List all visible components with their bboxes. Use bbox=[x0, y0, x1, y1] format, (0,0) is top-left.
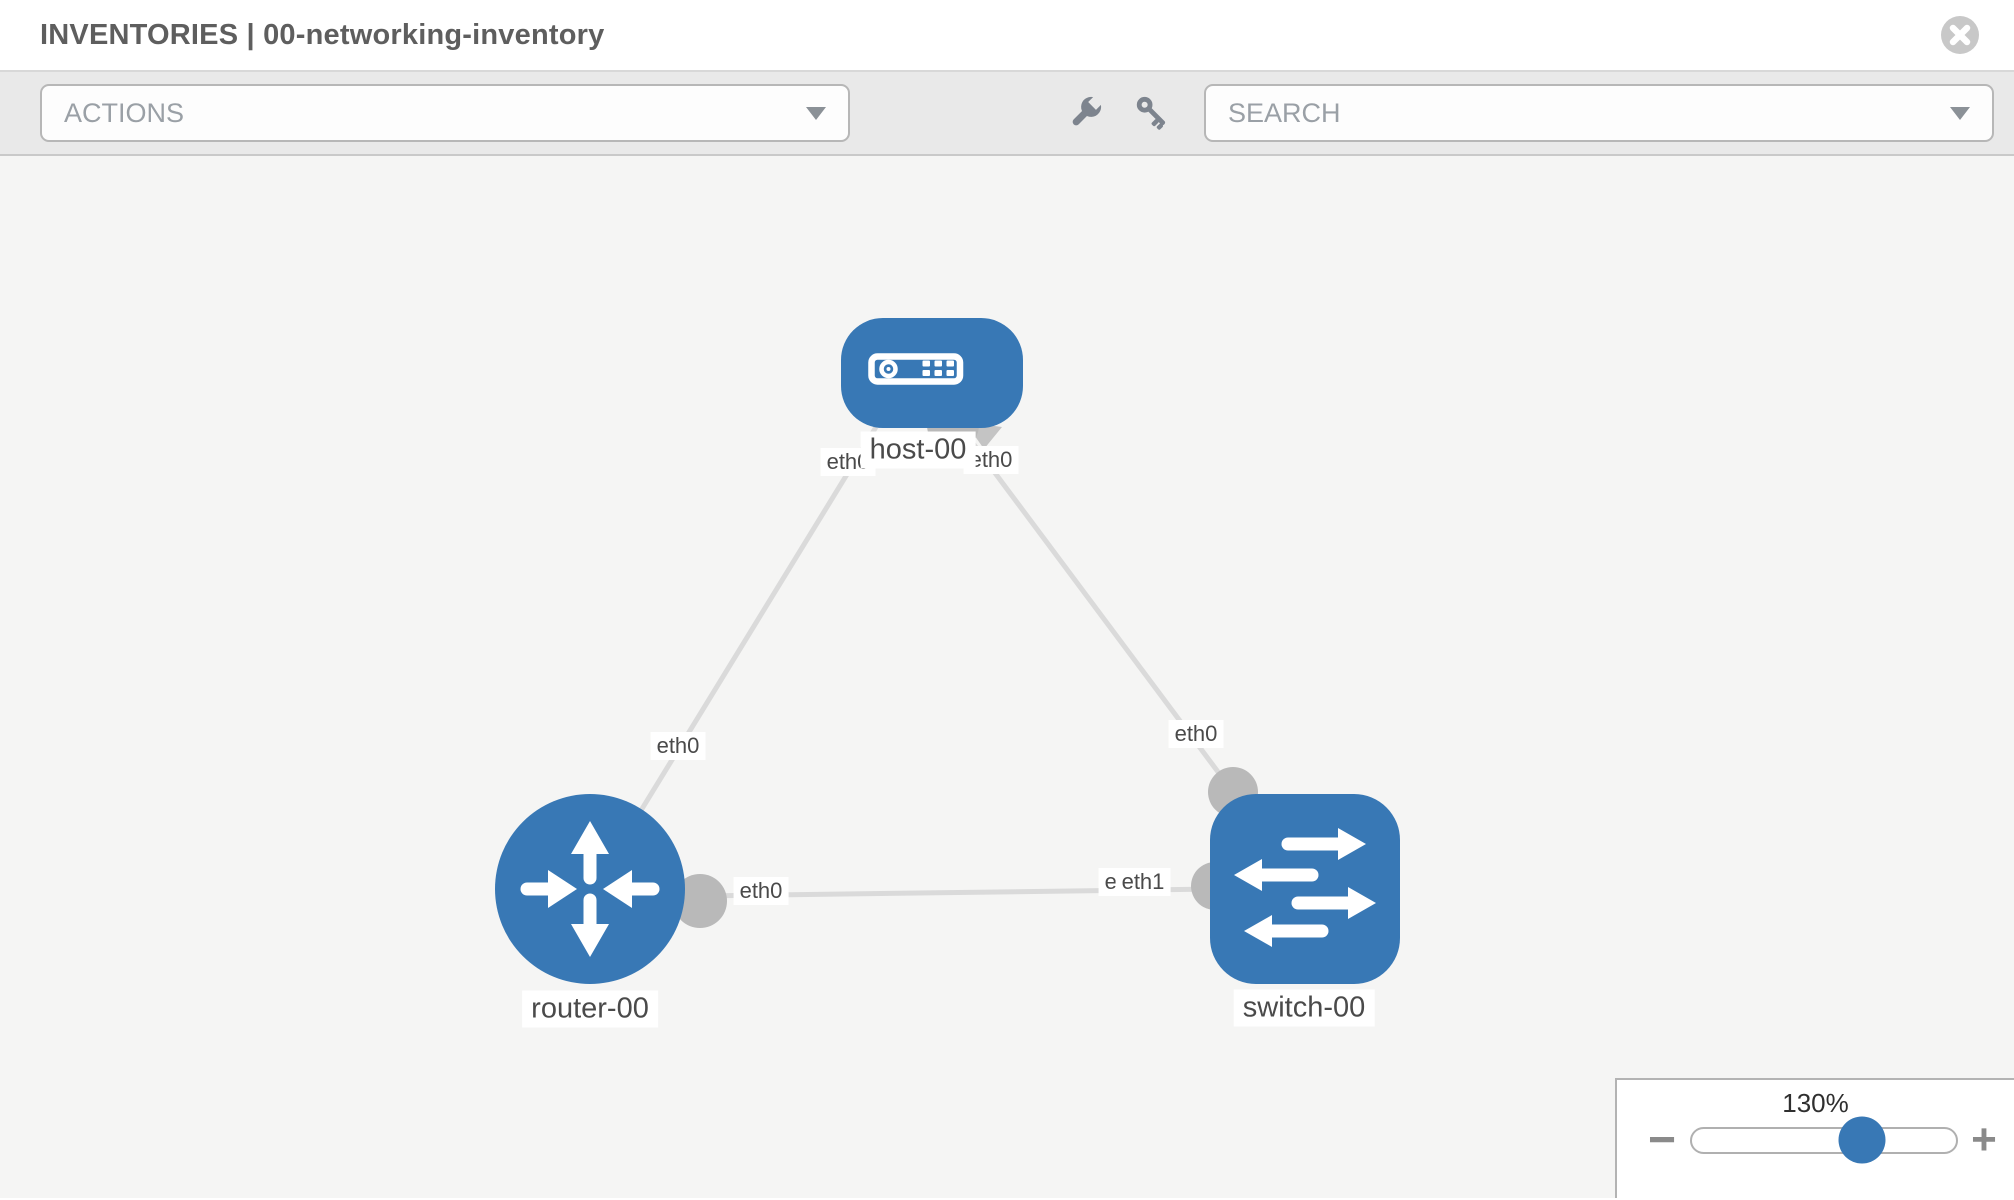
chevron-down-icon bbox=[806, 106, 826, 120]
wrench-icon bbox=[1072, 96, 1102, 126]
node-label-switch: switch-00 bbox=[1233, 989, 1375, 1027]
node-host-00[interactable] bbox=[841, 318, 1023, 428]
key-icon bbox=[1136, 96, 1166, 130]
chevron-down-icon bbox=[1950, 106, 1970, 120]
router-arrows-icon bbox=[520, 821, 660, 957]
zoom-in-button[interactable]: + bbox=[1971, 1115, 1997, 1164]
zoom-slider-thumb[interactable] bbox=[1838, 1116, 1886, 1164]
configure-tools-button[interactable] bbox=[1062, 90, 1108, 136]
search-dropdown-label: SEARCH bbox=[1228, 97, 1341, 128]
close-icon bbox=[1941, 16, 1979, 54]
port-circle-router-eth0[interactable] bbox=[673, 874, 727, 928]
server-icon bbox=[868, 353, 964, 385]
port-label-switch-eth1-front: eth1 bbox=[1115, 868, 1171, 896]
actions-dropdown[interactable]: ACTIONS bbox=[40, 84, 850, 142]
topology-links bbox=[634, 425, 1236, 899]
zoom-slider-track[interactable] bbox=[1690, 1127, 1958, 1154]
page-header: INVENTORIES | 00-networking-inventory bbox=[0, 0, 2014, 72]
zoom-out-button[interactable]: − bbox=[1647, 1113, 1677, 1167]
port-label-router-eth0-top: eth0 bbox=[650, 732, 706, 760]
node-router-00[interactable] bbox=[495, 794, 685, 984]
switch-arrows-icon bbox=[1234, 828, 1376, 947]
node-label-host: host-00 bbox=[860, 431, 976, 469]
port-label-switch-eth0-top: eth0 bbox=[1168, 720, 1224, 748]
page-title: INVENTORIES | 00-networking-inventory bbox=[40, 18, 605, 51]
toolbar: ACTIONS SEARCH bbox=[0, 72, 2014, 156]
topology-canvas[interactable]: eth0 eth0 eth0 eth0 eth0 eth0 eth1 host-… bbox=[0, 156, 2014, 1198]
port-label-router-eth0-link: eth0 bbox=[733, 877, 789, 905]
zoom-level-value: 130% bbox=[1782, 1088, 1849, 1118]
zoom-panel: 130% − + bbox=[1615, 1078, 2014, 1198]
close-button[interactable] bbox=[1938, 13, 1982, 57]
topology-graph bbox=[495, 318, 1400, 984]
node-switch-00[interactable] bbox=[1210, 794, 1400, 984]
actions-dropdown-label: ACTIONS bbox=[64, 97, 185, 128]
node-label-router: router-00 bbox=[522, 990, 658, 1028]
credentials-button[interactable] bbox=[1132, 90, 1178, 136]
search-dropdown[interactable]: SEARCH bbox=[1204, 84, 1994, 142]
